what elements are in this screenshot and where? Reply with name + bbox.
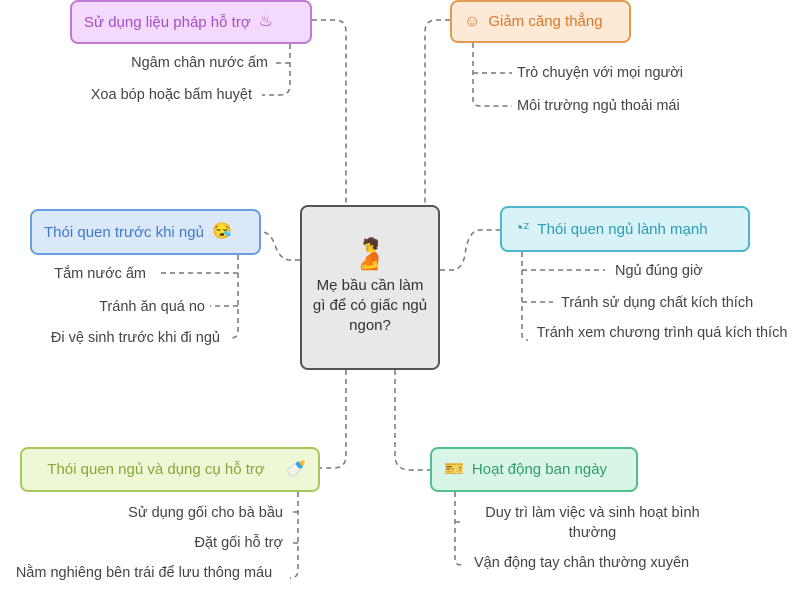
branch-healthy-sleep[interactable]: ◔ᶻ Thói quen ngủ lành mạnh <box>500 206 750 252</box>
day-ticket-icon: 🎫 <box>444 460 464 478</box>
leaf-item: Trò chuyện với mọi người <box>517 65 683 81</box>
leaf-item: Tắm nước ấm <box>54 266 146 282</box>
leaf-item: Xoa bóp hoặc bấm huyệt <box>90 87 252 103</box>
leaf-item: Đi vệ sinh trước khi đi ngủ <box>50 330 220 346</box>
leaf-item: Sử dụng gối cho bà bầu <box>128 505 283 521</box>
branch-label: Giảm căng thẳng <box>488 13 603 30</box>
leaf-item: Vận động tay chân thường xuyên <box>474 555 690 571</box>
relax-icon: ☺ <box>464 12 481 30</box>
branch-before-sleep[interactable]: Thói quen trước khi ngủ 😪 <box>30 209 261 255</box>
branch-label: Sử dụng liệu pháp hỗ trợ <box>84 13 251 31</box>
branch-therapy[interactable]: Sử dụng liệu pháp hỗ trợ ♨ <box>70 0 312 44</box>
branch-stress[interactable]: ☺ Giảm căng thẳng <box>450 0 631 43</box>
stomach-icon: 🫄 <box>351 237 389 271</box>
leaf-item: Môi trường ngủ thoải mái <box>517 98 680 114</box>
branch-label: Hoạt động ban ngày <box>471 461 608 478</box>
leaf-item: Tránh sử dụng chất kích thích <box>561 295 754 311</box>
leaf-item: Duy trì làm việc và sinh hoạt bình thườn… <box>485 505 700 541</box>
branch-label: Thói quen ngủ và dụng cụ hỗ trợ <box>47 461 265 478</box>
central-topic[interactable]: 🫄 Mẹ bầu cần làm gì để có giấc ngủ ngon? <box>300 205 440 370</box>
leaf-item: Tránh xem chương trình quá kích thích <box>536 325 788 341</box>
branch-label: Thói quen trước khi ngủ <box>44 223 204 241</box>
leaf-item: Ngủ đúng giờ <box>615 263 703 279</box>
branch-daytime[interactable]: 🎫 Hoạt động ban ngày <box>430 447 638 492</box>
leaf-item: Đặt gối hỗ trợ <box>194 535 284 551</box>
branch-sleep-tools[interactable]: Thói quen ngủ và dụng cụ hỗ trợ 🍼 <box>20 447 320 492</box>
sleep-clock-icon: ◔ᶻ <box>514 220 530 237</box>
branch-label: Thói quen ngủ lành mạnh <box>537 220 708 238</box>
massage-icon: ♨ <box>258 13 273 30</box>
leaf-item: Nằm nghiêng bên trái để lưu thông máu <box>15 565 273 581</box>
leaf-item: Tránh ăn quá no <box>99 299 205 315</box>
central-title: Mẹ bầu cần làm gì để có giấc ngủ ngon? <box>312 276 428 334</box>
sleepy-face-icon: 😪 <box>211 223 232 240</box>
leaf-item: Ngâm chân nước ấm <box>131 55 268 71</box>
swaddled-baby-icon: 🍼 <box>286 460 306 478</box>
